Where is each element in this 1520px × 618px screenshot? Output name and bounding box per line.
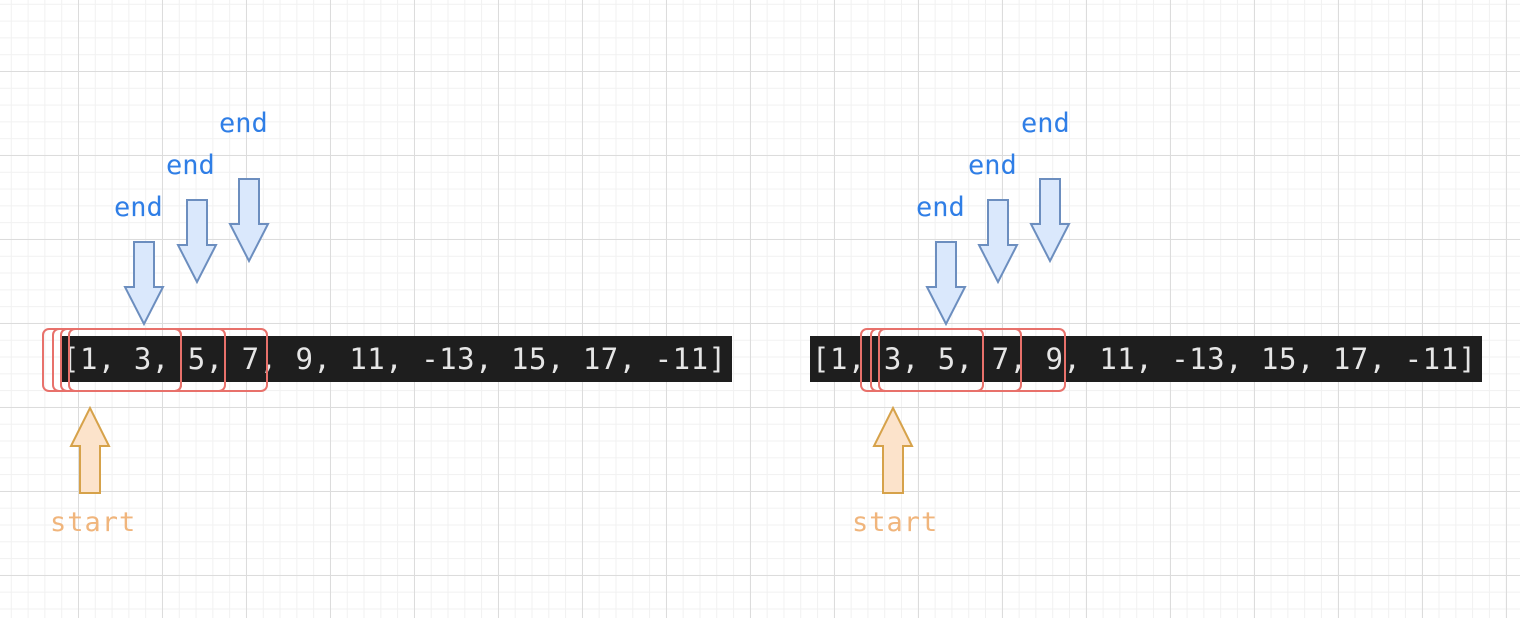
end-arrow-down-icon xyxy=(228,178,270,263)
end-arrow-down-icon xyxy=(1029,178,1071,263)
window-box xyxy=(68,328,268,392)
sliding-window-panel-second: end end end [1, 3, 5, 7, 9, 11, -13, 15,… xyxy=(760,0,1520,618)
array-display: [1, 3, 5, 7, 9, 11, -13, 15, 17, -11] xyxy=(60,336,732,382)
end-arrow-down-icon xyxy=(123,241,165,326)
sliding-window-panel-first: end end end [1, 3, 5, 7, 9, 11, -13, 15,… xyxy=(42,108,732,538)
end-label: end xyxy=(219,108,268,139)
end-label: end xyxy=(916,192,965,223)
end-label: end xyxy=(166,150,215,181)
end-label: end xyxy=(968,150,1017,181)
end-label: end xyxy=(1021,108,1070,139)
start-arrow-up-icon xyxy=(69,406,111,494)
start-label: start xyxy=(852,507,939,538)
start-arrow-up-icon xyxy=(872,406,914,494)
end-arrow-down-icon xyxy=(176,199,218,284)
array-display: [1, 3, 5, 7, 9, 11, -13, 15, 17, -11] xyxy=(810,336,1482,382)
window-box xyxy=(878,328,1066,392)
end-arrow-down-icon xyxy=(977,199,1019,284)
start-label: start xyxy=(50,507,137,538)
end-arrow-down-icon xyxy=(925,241,967,326)
end-label: end xyxy=(114,192,163,223)
